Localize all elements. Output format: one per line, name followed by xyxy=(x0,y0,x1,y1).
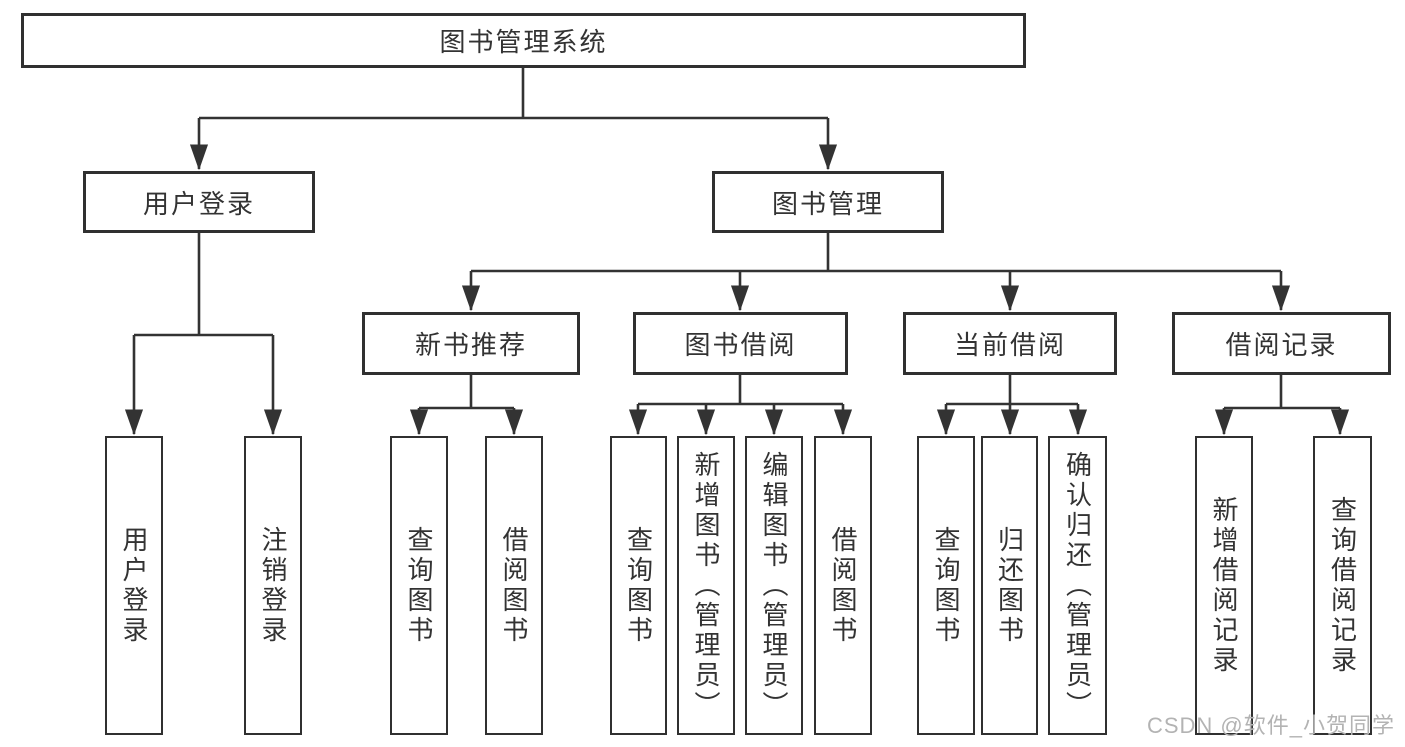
watermark: CSDN @软件_小贺同学 xyxy=(1146,713,1395,738)
leaf-query-books-current: 查询图书 xyxy=(917,436,975,735)
leaf-borrow-books-recommend: 借阅图书 xyxy=(485,436,543,735)
leaf-add-borrow-record: 新增借阅记录 xyxy=(1195,436,1253,735)
leaf-query-books-borrowing: 查询图书 xyxy=(610,436,667,735)
leaf-logout: 注销登录 xyxy=(244,436,302,735)
node-system-root: 图书管理系统 xyxy=(21,13,1026,68)
leaf-query-borrow-record: 查询借阅记录 xyxy=(1313,436,1372,735)
leaf-return-books: 归还图书 xyxy=(981,436,1038,735)
leaf-confirm-return-admin: 确认归还（管理员） xyxy=(1048,436,1107,735)
connector-trunk-lines xyxy=(134,68,1340,410)
leaf-add-books-admin: 新增图书（管理员） xyxy=(677,436,735,735)
leaf-user-login: 用户登录 xyxy=(105,436,163,735)
leaf-borrow-books-borrowing: 借阅图书 xyxy=(814,436,872,735)
leaf-edit-books-admin: 编辑图书（管理员） xyxy=(745,436,803,735)
leaf-query-books-recommend: 查询图书 xyxy=(390,436,448,735)
node-current-borrowing: 当前借阅 xyxy=(903,312,1117,375)
node-book-borrowing: 图书借阅 xyxy=(633,312,848,375)
node-user-login: 用户登录 xyxy=(83,171,315,233)
node-borrowing-records: 借阅记录 xyxy=(1172,312,1391,375)
node-new-book-recommendation: 新书推荐 xyxy=(362,312,580,375)
node-book-management: 图书管理 xyxy=(712,171,944,233)
